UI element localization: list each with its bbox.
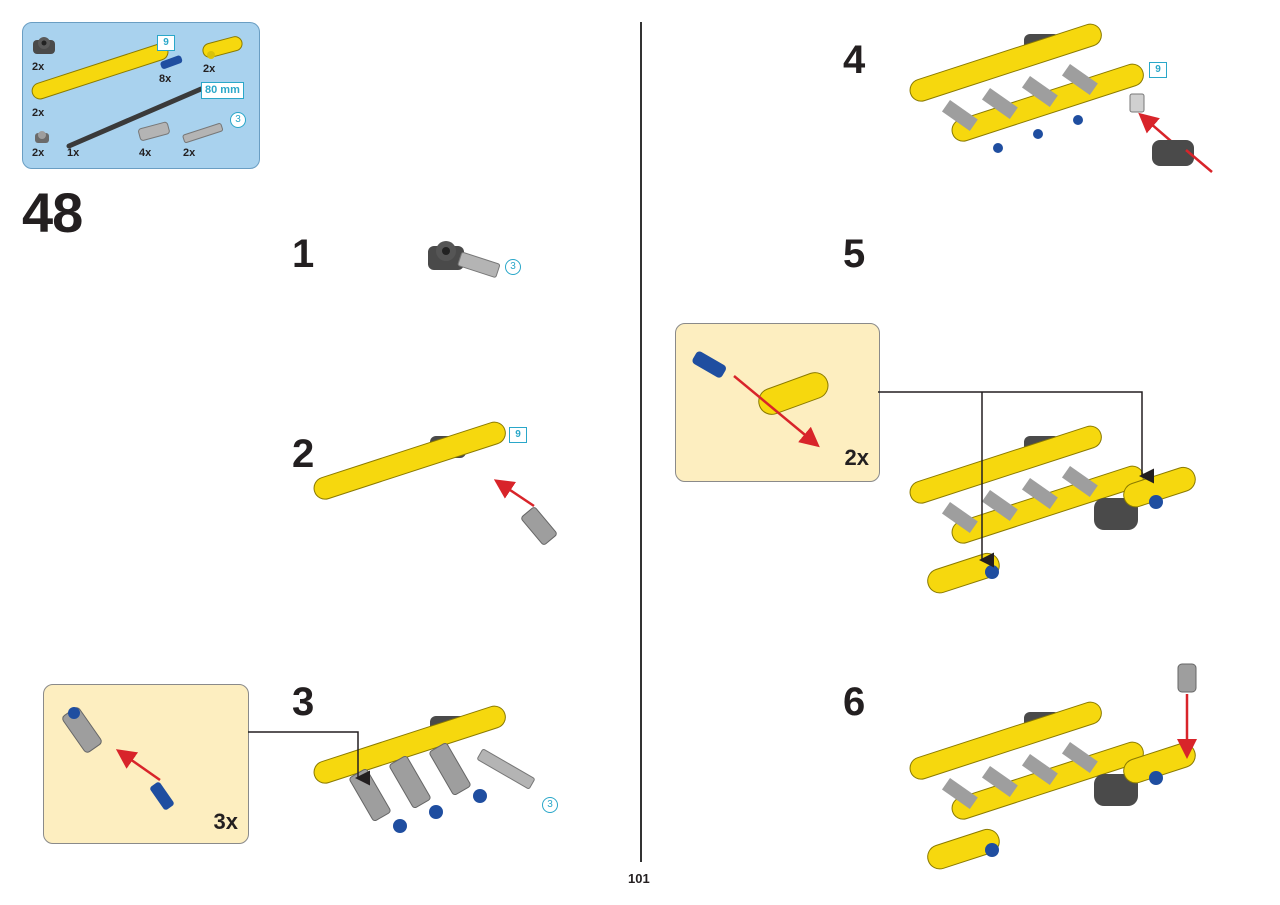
parts-list-drawing [31, 36, 243, 149]
step-number-1: 1 [292, 232, 315, 276]
step-3-callout-parts [62, 707, 174, 810]
step-5-assembly [878, 391, 1196, 594]
axle-length-label: 80 mm [201, 82, 244, 99]
step-number-5: 5 [843, 232, 866, 276]
angle-connector-icon [33, 37, 55, 54]
step-2-assembly [313, 421, 557, 545]
step-number-2: 2 [292, 432, 315, 476]
length-callout-3: 3 [230, 112, 246, 128]
qty-yellow-liftarm-3: 2x [203, 63, 216, 75]
qty-blue-pin: 8x [159, 73, 172, 85]
step-number-3: 3 [292, 680, 315, 724]
step-4-length-callout: 9 [1149, 62, 1167, 78]
axle-3-icon [182, 123, 224, 143]
step-1-length-callout: 3 [505, 259, 521, 275]
bush-icon [35, 131, 49, 143]
subassembly-quantity: 2x [844, 445, 869, 470]
step-number-4: 4 [843, 38, 866, 82]
subassembly-quantity: 3x [213, 809, 238, 834]
step-3-assembly [248, 705, 535, 833]
page-footer-number: 101 [628, 871, 650, 886]
step-3-length-callout: 3 [542, 797, 558, 813]
axle-80mm-icon [66, 86, 204, 149]
page-divider [640, 22, 642, 862]
axle-connector-icon [138, 121, 170, 141]
qty-axle-3: 2x [183, 147, 196, 159]
yellow-liftarm-3-icon [202, 36, 243, 59]
step-4-assembly [909, 23, 1213, 173]
step-number-6: 6 [843, 680, 866, 724]
qty-axle-80mm: 1x [67, 147, 80, 159]
step-6-assembly [909, 663, 1197, 870]
blue-axle-pin-icon [160, 55, 183, 69]
page-step-number: 48 [22, 181, 83, 244]
qty-yellow-liftarm-9: 2x [32, 107, 45, 119]
step-5-callout-parts [692, 351, 829, 448]
parts-list-panel: 2x 8x 2x 2x 2x 1x 4x 2x 9 80 mm 3 [22, 22, 260, 169]
qty-angle-connector: 2x [32, 61, 45, 73]
step-1-assembly [428, 241, 501, 278]
qty-axle-connector: 4x [139, 147, 152, 159]
step-2-length-callout: 9 [509, 427, 527, 443]
length-callout-9: 9 [157, 35, 175, 51]
qty-bush: 2x [32, 147, 45, 159]
